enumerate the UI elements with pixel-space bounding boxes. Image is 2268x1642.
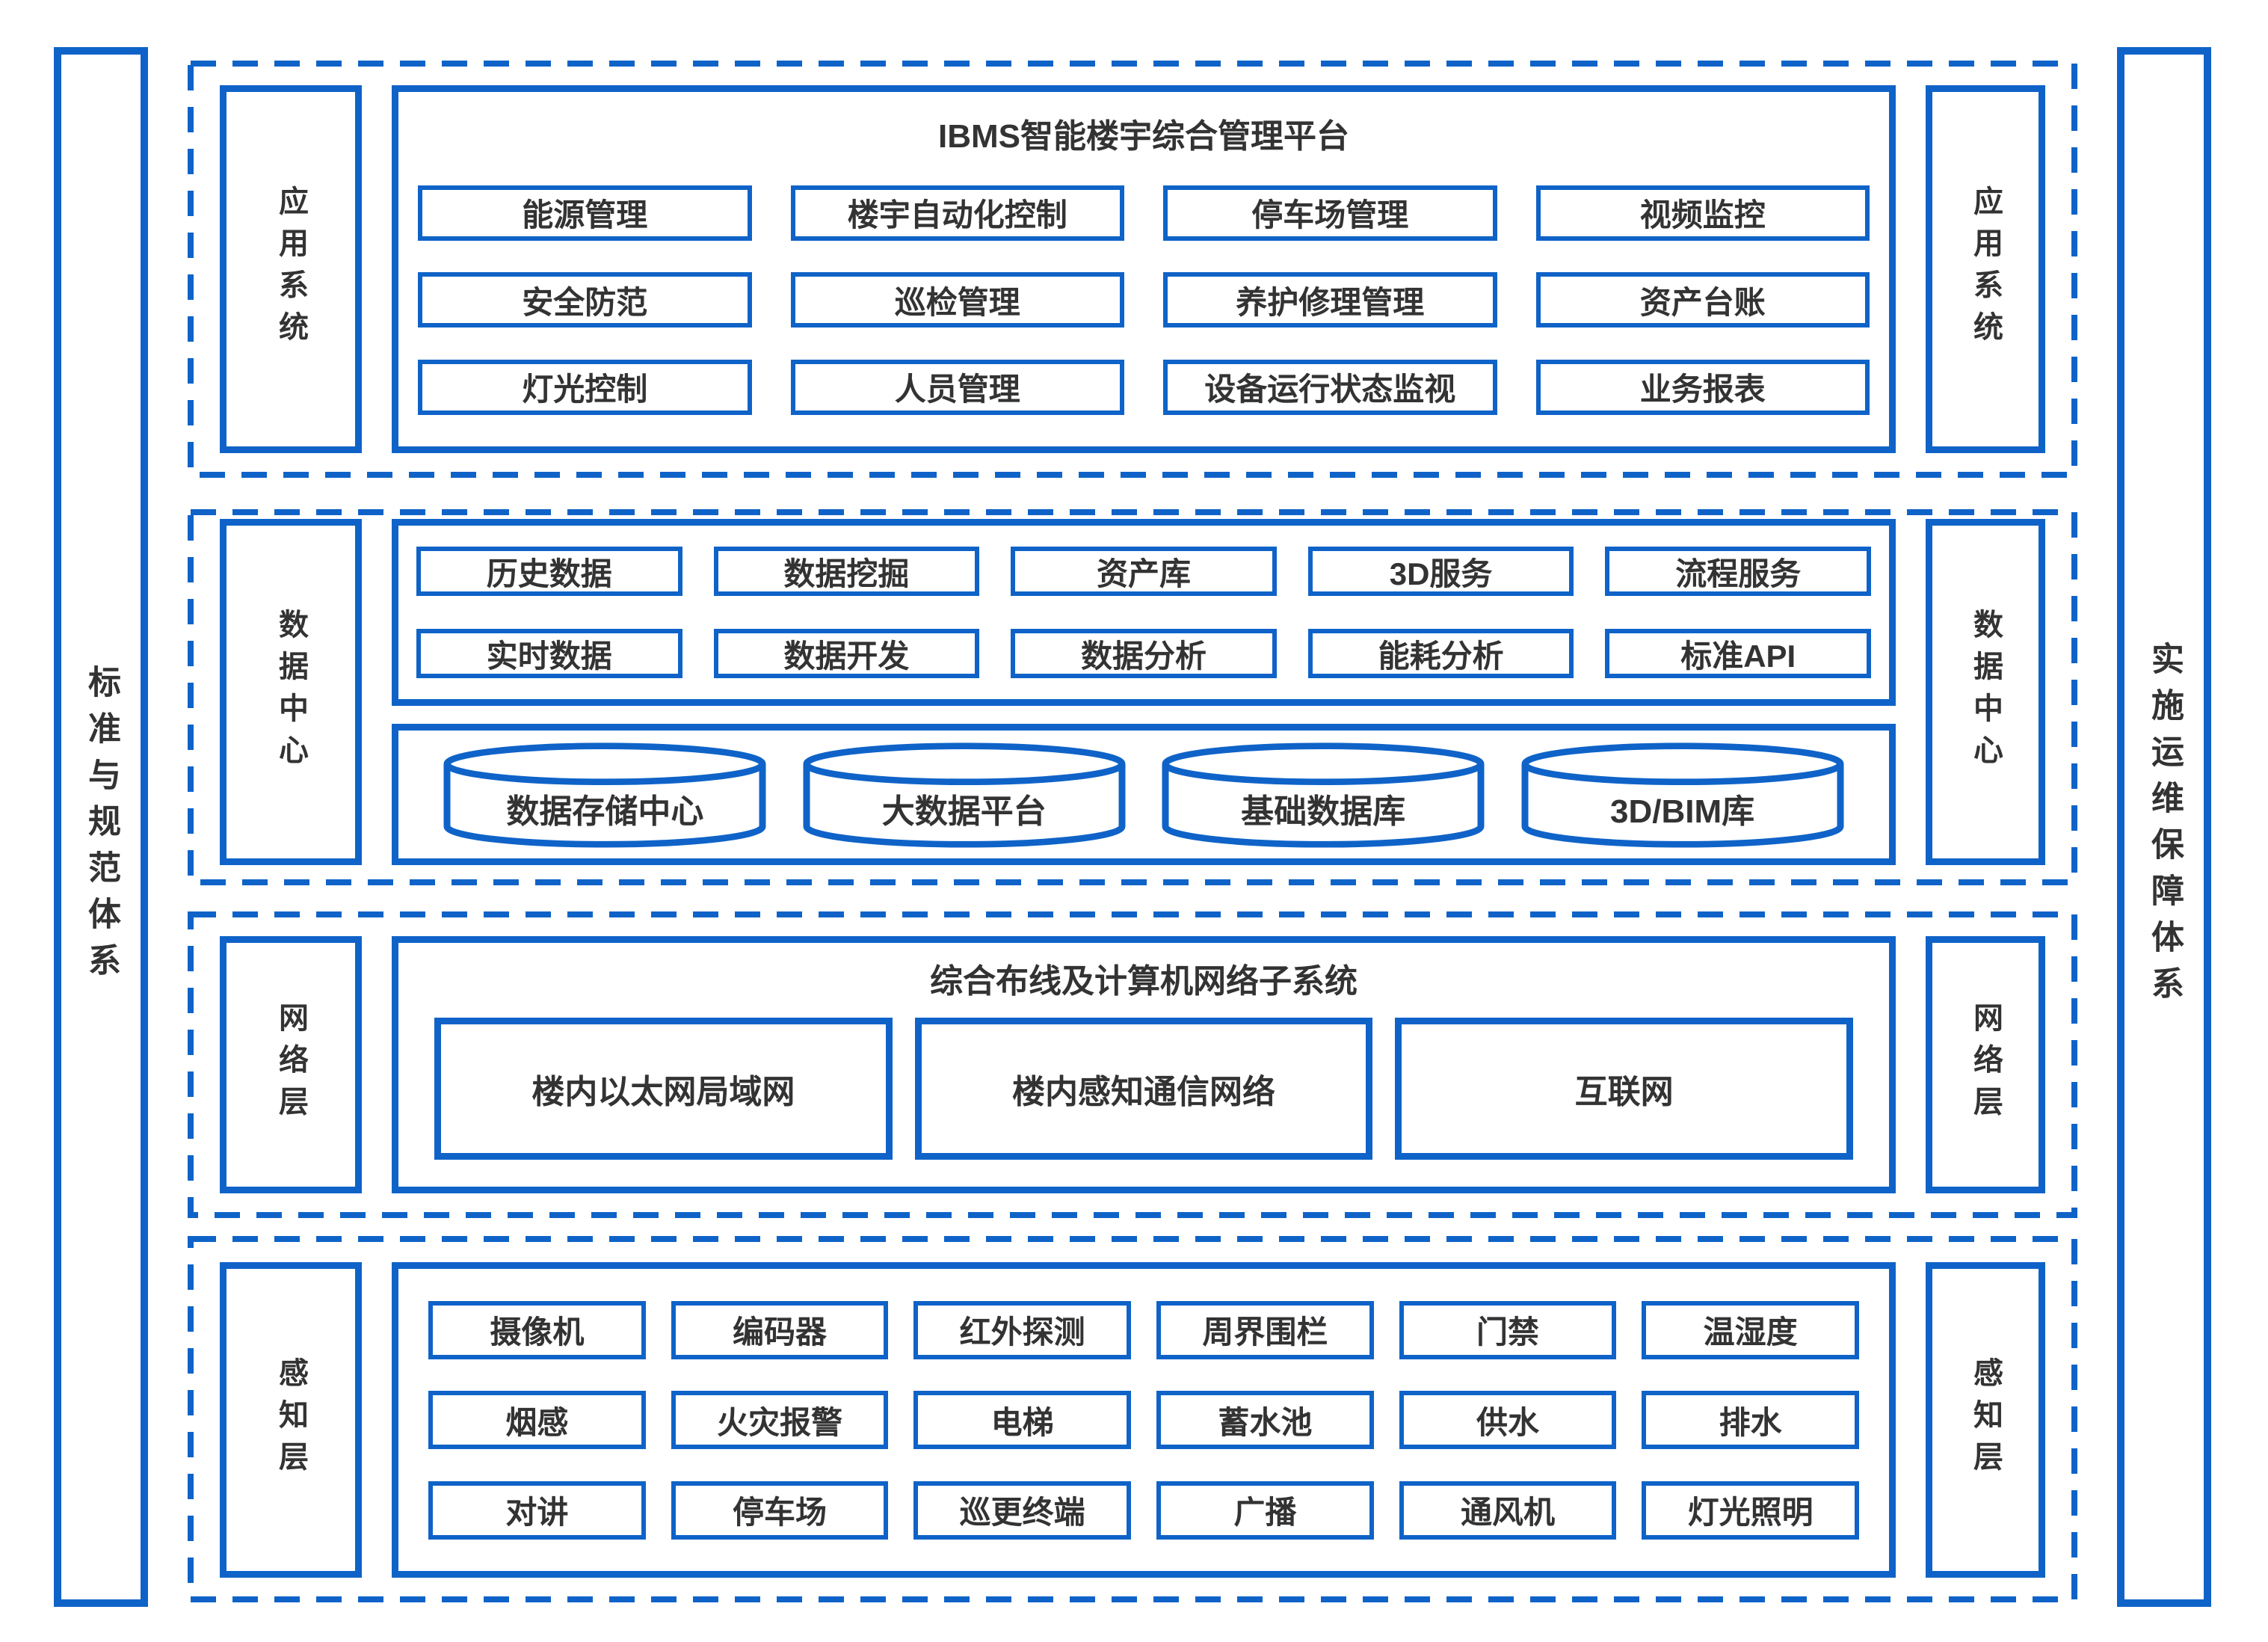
cylinder-shape — [1521, 742, 1844, 848]
network-subsystem-title: 综合布线及计算机网络子系统 — [930, 963, 1358, 1000]
layer-application: 应用系统 IBMS智能楼宇综合管理平台 能源管理 楼宇自动化控制 停车场管理 视… — [187, 60, 2078, 479]
ops-assurance-pillar: 实施运维保障体系 — [2117, 47, 2211, 1607]
cylinder-label: 基础数据库 — [1241, 793, 1406, 831]
device-box: 红外探测 — [913, 1300, 1131, 1359]
layer-network: 网络层 综合布线及计算机网络子系统 楼内以太网局域网 楼内感知通信网络 互联网 … — [187, 911, 2078, 1219]
app-module-box: 楼宇自动化控制 — [790, 185, 1124, 241]
device-box: 广播 — [1156, 1480, 1374, 1540]
app-module-box: 灯光控制 — [418, 359, 752, 415]
network-layer-label-left: 网络层 — [220, 936, 362, 1193]
app-module-box: 设备运行状态监视 — [1163, 359, 1497, 415]
device-box: 温湿度 — [1642, 1300, 1859, 1359]
device-box: 灯光照明 — [1642, 1480, 1859, 1540]
network-boxes-row: 楼内以太网局域网 楼内感知通信网络 互联网 — [398, 998, 1889, 1187]
app-module-box: 业务报表 — [1535, 359, 1870, 415]
app-module-box: 能源管理 — [418, 185, 752, 241]
device-box: 通风机 — [1399, 1480, 1617, 1540]
app-module-box: 养护修理管理 — [1163, 272, 1497, 328]
data-service-box: 数据开发 — [713, 629, 980, 678]
data-service-box: 数据挖掘 — [713, 547, 980, 596]
data-center-label-right: 数据中心 — [1926, 519, 2045, 865]
data-service-box: 标准API — [1605, 629, 1871, 678]
ibms-platform-panel: IBMS智能楼宇综合管理平台 能源管理 楼宇自动化控制 停车场管理 视频监控 安… — [392, 85, 1896, 453]
standards-system-pillar: 标准与规范体系 — [54, 47, 148, 1607]
network-layer-label-right: 网络层 — [1926, 936, 2045, 1193]
standards-system-label: 标准与规范体系 — [83, 665, 120, 989]
device-box: 停车场 — [671, 1480, 889, 1540]
network-subsystem-panel: 综合布线及计算机网络子系统 楼内以太网局域网 楼内感知通信网络 互联网 — [392, 936, 1896, 1193]
device-box: 摄像机 — [428, 1300, 646, 1359]
layer-perception: 感知层 摄像机 编码器 红外探测 周界围栏 门禁 温湿度 烟感 火灾报警 电梯 … — [187, 1235, 2078, 1603]
device-box: 火灾报警 — [671, 1391, 889, 1449]
device-box: 对讲 — [428, 1480, 646, 1540]
data-center-content: 历史数据 数据挖掘 资产库 3D服务 流程服务 实时数据 数据开发 数据分析 能… — [392, 519, 1896, 865]
device-box: 排水 — [1642, 1391, 1859, 1449]
database-cylinder: 大数据平台 — [800, 741, 1129, 849]
data-services-panel: 历史数据 数据挖掘 资产库 3D服务 流程服务 实时数据 数据开发 数据分析 能… — [392, 519, 1896, 706]
device-box: 烟感 — [428, 1391, 646, 1449]
application-layer-label-left: 应用系统 — [220, 85, 362, 453]
data-service-box: 资产库 — [1011, 547, 1277, 596]
app-module-box: 视频监控 — [1535, 185, 1870, 241]
data-storage-panel: 数据存储中心 大数据平台 基础数据库 — [392, 724, 1896, 865]
layer-data-center: 数据中心 历史数据 数据挖掘 资产库 3D服务 流程服务 实时数据 数据开发 数… — [187, 508, 2078, 886]
ops-assurance-label: 实施运维保障体系 — [2146, 642, 2183, 1012]
perception-layer-label-left: 感知层 — [220, 1262, 362, 1578]
perception-devices-panel: 摄像机 编码器 红外探测 周界围栏 门禁 温湿度 烟感 火灾报警 电梯 蓄水池 … — [392, 1262, 1896, 1578]
cylinder-shape — [443, 742, 766, 848]
cylinder-label: 3D/BIM库 — [1610, 793, 1755, 831]
network-box: 楼内以太网局域网 — [434, 1018, 893, 1160]
ibms-platform-title: IBMS智能楼宇综合管理平台 — [938, 118, 1349, 155]
device-box: 巡更终端 — [913, 1480, 1131, 1540]
cylinder-label: 数据存储中心 — [506, 793, 704, 831]
database-cylinder: 数据存储中心 — [440, 741, 769, 849]
app-module-box: 人员管理 — [790, 359, 1124, 415]
device-box: 编码器 — [671, 1300, 889, 1359]
database-cylinder: 3D/BIM库 — [1518, 741, 1847, 849]
data-center-label-left: 数据中心 — [220, 519, 362, 865]
data-service-box: 历史数据 — [416, 547, 682, 596]
data-services-grid: 历史数据 数据挖掘 资产库 3D服务 流程服务 实时数据 数据开发 数据分析 能… — [398, 526, 1889, 699]
perception-layer-label-right: 感知层 — [1926, 1262, 2045, 1578]
app-module-box: 安全防范 — [418, 272, 752, 328]
device-box: 供水 — [1399, 1391, 1617, 1449]
database-cylinder: 基础数据库 — [1159, 741, 1488, 849]
app-module-box: 停车场管理 — [1163, 185, 1497, 241]
data-service-box: 数据分析 — [1011, 629, 1277, 678]
application-modules-grid: 能源管理 楼宇自动化控制 停车场管理 视频监控 安全防范 巡检管理 养护修理管理… — [398, 153, 1889, 446]
data-service-box: 流程服务 — [1605, 547, 1871, 596]
app-module-box: 资产台账 — [1535, 272, 1870, 328]
layer-stack: 应用系统 IBMS智能楼宇综合管理平台 能源管理 楼宇自动化控制 停车场管理 视… — [187, 60, 2078, 1603]
data-service-box: 3D服务 — [1307, 547, 1574, 596]
perception-devices-grid: 摄像机 编码器 红外探测 周界围栏 门禁 温湿度 烟感 火灾报警 电梯 蓄水池 … — [398, 1269, 1889, 1571]
device-box: 门禁 — [1399, 1300, 1617, 1359]
app-module-box: 巡检管理 — [790, 272, 1124, 328]
data-service-box: 能耗分析 — [1307, 629, 1574, 678]
cylinder-shape — [803, 742, 1126, 848]
cylinder-label: 大数据平台 — [881, 793, 1047, 831]
application-layer-label-right: 应用系统 — [1926, 85, 2045, 453]
device-box: 周界围栏 — [1156, 1300, 1374, 1359]
cylinder-shape — [1162, 742, 1485, 848]
network-box: 互联网 — [1395, 1018, 1854, 1160]
device-box: 蓄水池 — [1156, 1391, 1374, 1449]
device-box: 电梯 — [913, 1391, 1131, 1449]
data-service-box: 实时数据 — [416, 629, 682, 678]
network-box: 楼内感知通信网络 — [914, 1018, 1373, 1160]
